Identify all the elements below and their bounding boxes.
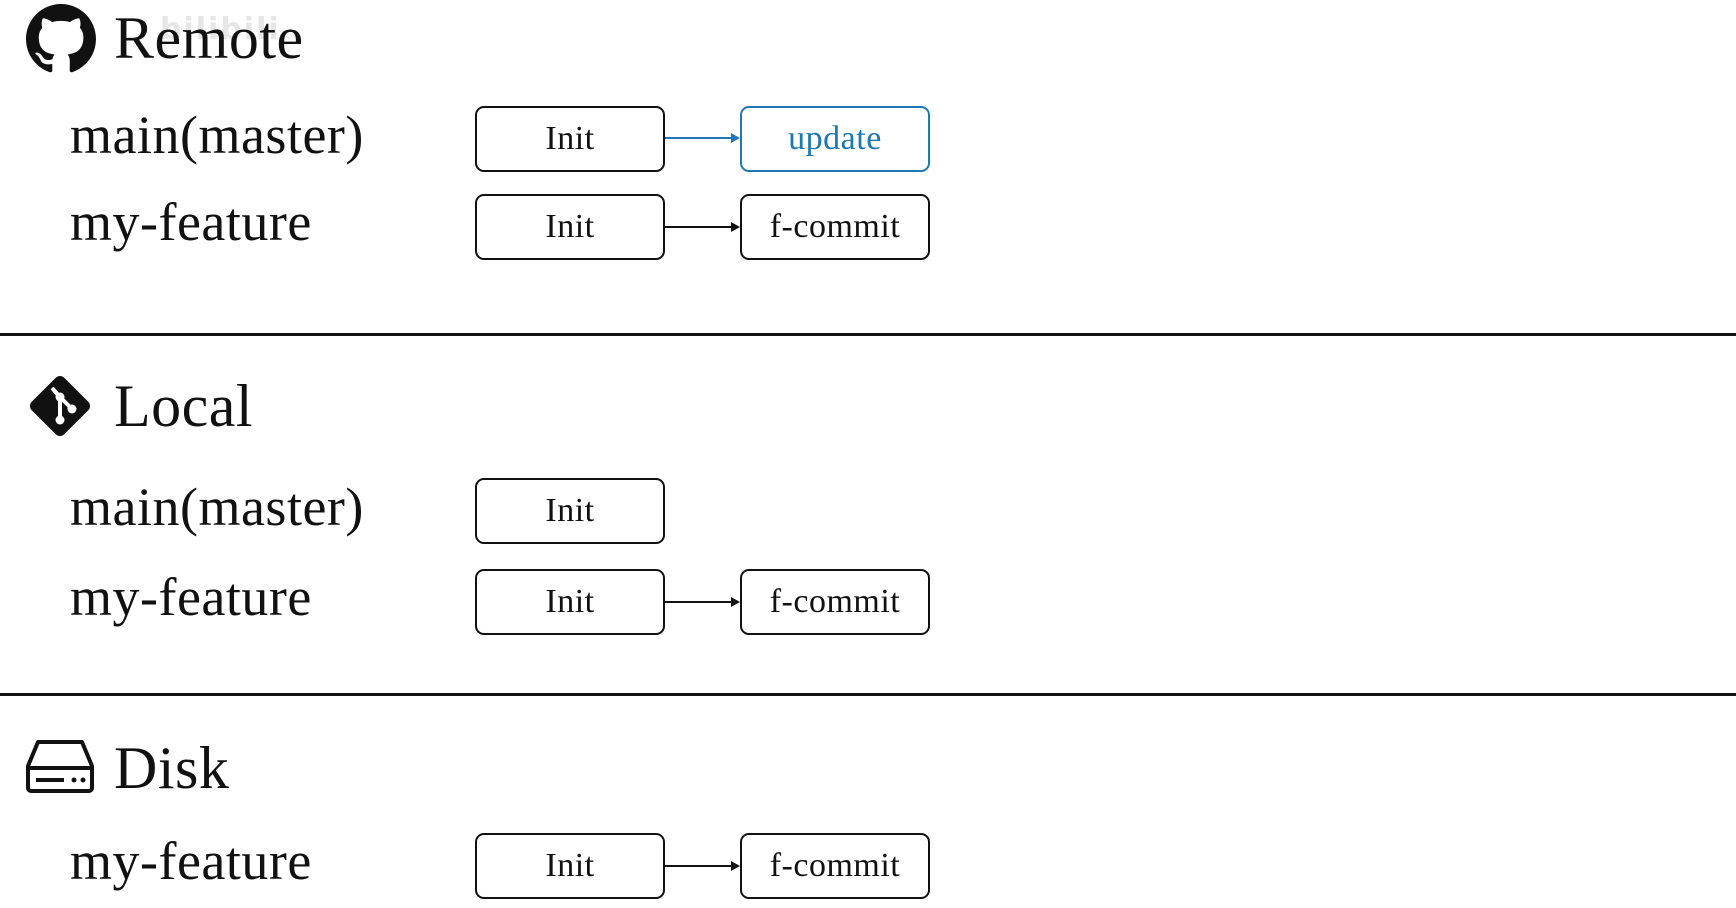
commit-node: f-commit: [740, 194, 930, 260]
section-title-local: Local: [114, 373, 254, 439]
commit-node: Init: [475, 194, 665, 260]
commit-arrow: [665, 861, 740, 871]
section-divider: [0, 333, 1736, 336]
commit-node: f-commit: [740, 833, 930, 899]
commit-node-highlighted: update: [740, 106, 930, 172]
hard-drive-icon: [26, 740, 94, 793]
branch-label: my-feature: [70, 567, 312, 627]
commit-node: Init: [475, 569, 665, 635]
branch-label: my-feature: [70, 831, 312, 891]
commit-node: Init: [475, 833, 665, 899]
commit-arrow: [665, 597, 740, 607]
section-divider: [0, 693, 1736, 696]
commit-node: Init: [475, 478, 665, 544]
section-title-remote: Remote: [114, 5, 304, 71]
branch-label: my-feature: [70, 192, 312, 252]
watermark: bilibili: [160, 12, 281, 47]
commit-arrow: [665, 222, 740, 232]
branch-label: main(master): [70, 105, 364, 165]
commit-node: f-commit: [740, 569, 930, 635]
github-icon: [26, 4, 96, 73]
commit-node: Init: [475, 106, 665, 172]
commit-arrow: [665, 133, 740, 143]
git-icon: [29, 375, 91, 437]
section-title-disk: Disk: [114, 735, 230, 801]
branch-label: main(master): [70, 477, 364, 537]
